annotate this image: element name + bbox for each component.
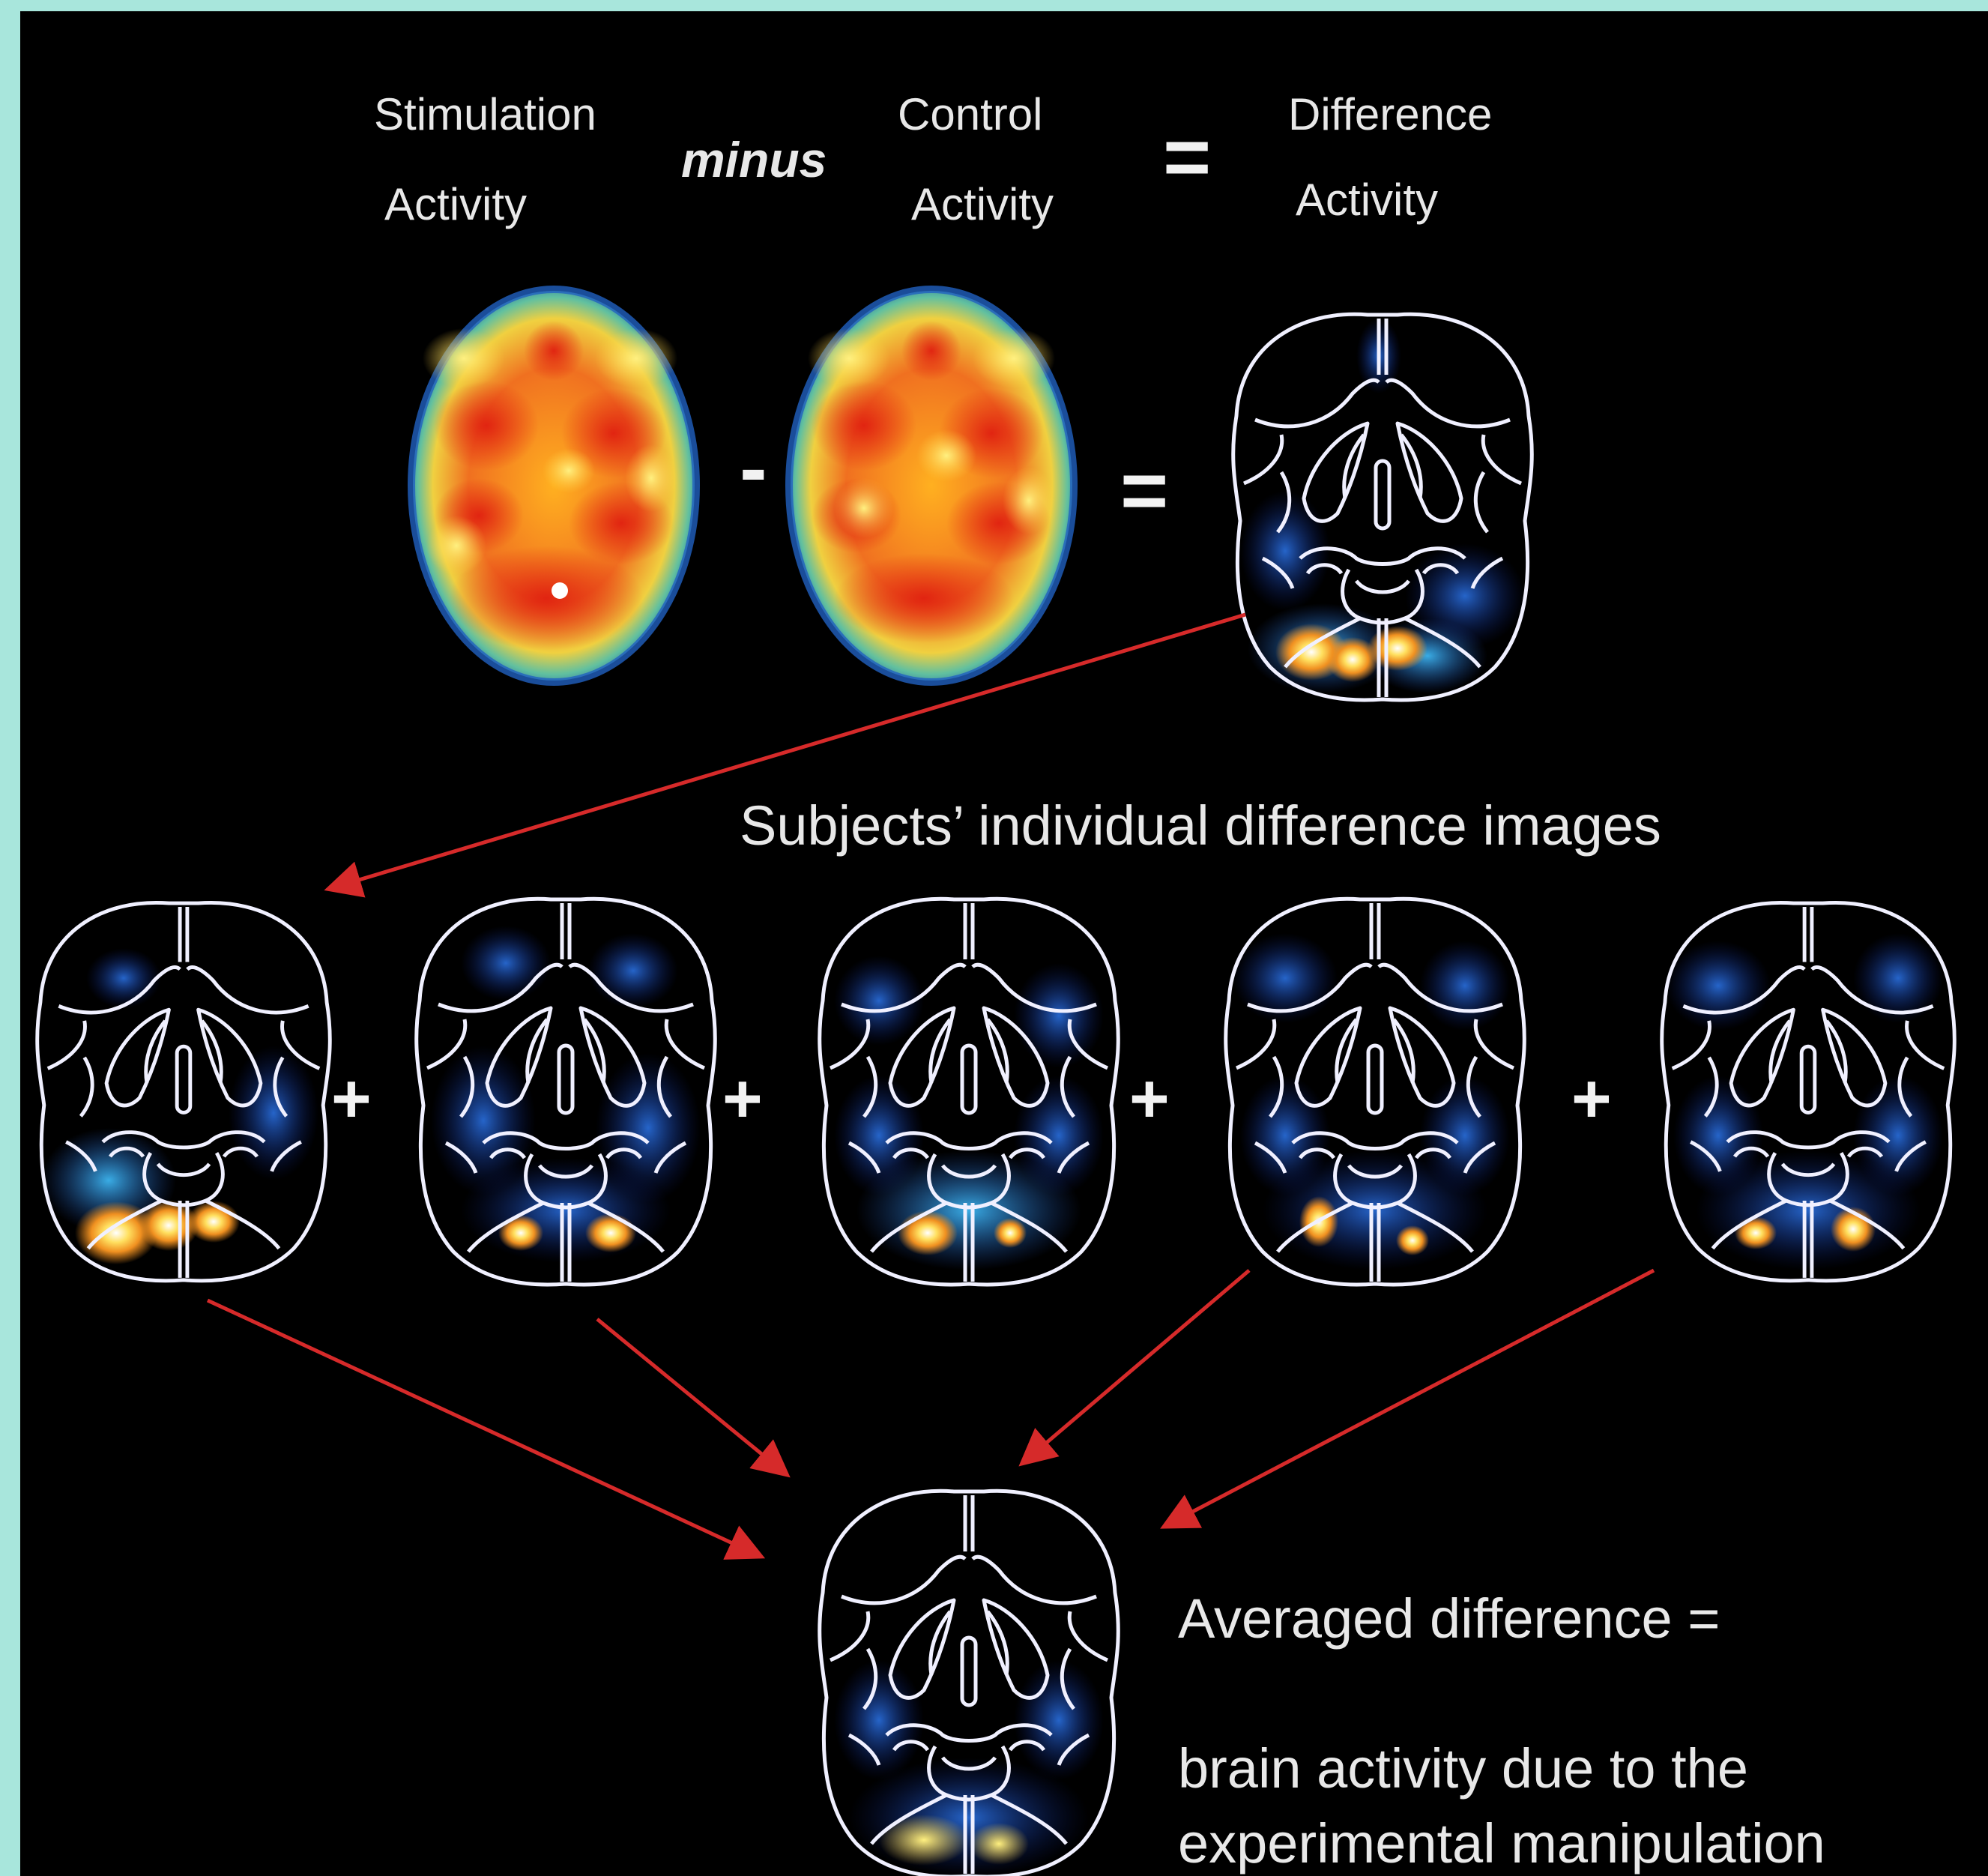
experimental-manipulation-label: experimental manipulation — [1178, 1816, 1825, 1872]
minus-operator: - — [740, 427, 767, 510]
subject-scan-2 — [417, 899, 716, 1285]
stimulation-label: Stimulation — [374, 92, 596, 137]
subject-scan-3 — [820, 899, 1119, 1285]
header-equals-sign: = — [1163, 116, 1211, 199]
plus-operator-2: + — [722, 1064, 763, 1133]
difference-label: Difference — [1288, 92, 1492, 137]
difference-activity-label: Activity — [1296, 178, 1438, 223]
plus-operator-3: + — [1129, 1064, 1170, 1133]
control-scan — [789, 289, 1074, 682]
stimulation-scan — [411, 289, 696, 682]
difference-scan — [1233, 314, 1532, 700]
subjects-caption: Subjects’ individual difference images — [740, 798, 1661, 854]
equals-operator: = — [1120, 450, 1168, 532]
subject-scan-5 — [1662, 902, 1955, 1280]
averaged-difference-label: Averaged difference = — [1178, 1591, 1720, 1647]
arrow-subject2-to-average — [597, 1319, 785, 1473]
arrow-subject4-to-average — [1024, 1270, 1249, 1462]
control-activity-label: Activity — [911, 182, 1054, 227]
minus-word: minus — [681, 135, 827, 184]
averaged-scan — [820, 1491, 1119, 1876]
subject-scan-1 — [37, 902, 330, 1280]
plus-operator-1: + — [331, 1064, 372, 1133]
control-label: Control — [898, 92, 1042, 137]
plus-operator-4: + — [1571, 1064, 1612, 1133]
diagram-canvas: Stimulation Activity minus Control Activ… — [20, 11, 1988, 1876]
stimulation-activity-label: Activity — [384, 182, 527, 227]
subject-scan-4 — [1226, 899, 1525, 1285]
arrow-subject5-to-average — [1167, 1270, 1654, 1525]
arrow-subject1-to-average — [208, 1300, 758, 1555]
brain-activity-label: brain activity due to the — [1178, 1741, 1748, 1797]
